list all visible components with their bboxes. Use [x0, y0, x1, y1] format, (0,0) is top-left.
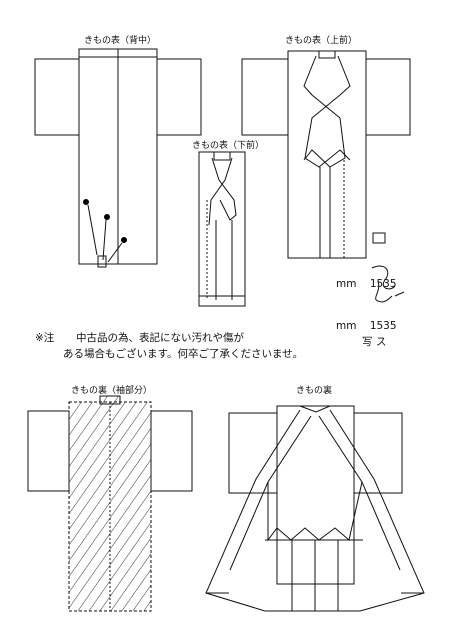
label-lining: きもの裏 — [296, 386, 333, 396]
stain-mark — [121, 237, 127, 243]
measurement-value: 1535 — [369, 278, 397, 290]
kimono-lining-view — [205, 405, 425, 612]
note-prefix: ※注 — [35, 332, 55, 344]
kimono-front-upper-view — [241, 50, 411, 259]
stain-mark — [104, 214, 110, 220]
note-line-1: 中古品の為、表記にない汚れや傷が — [76, 332, 244, 344]
damage-tag — [372, 232, 386, 244]
note-line-2: ある場合もございます。何卒ご了承くださいませ。 — [63, 348, 304, 360]
label-lining-sleeve: きもの裏（袖部分） — [71, 386, 153, 396]
kimono-front-lower-view — [198, 151, 246, 307]
kimono-back-view — [34, 48, 202, 268]
measurement-2: mm 1535 — [336, 320, 397, 332]
label-front-lower: きもの表（下前） — [192, 141, 265, 151]
stain-mark — [83, 199, 89, 205]
measurement-value: 1535 — [369, 320, 397, 332]
label-back: きもの表（背中） — [84, 36, 157, 46]
measurement-1: mm 1535 — [336, 278, 397, 290]
label-front-upper: きもの表（上前） — [285, 36, 358, 46]
measurement-suffix: 写 ス — [362, 336, 387, 348]
measurement-unit: mm — [336, 320, 357, 332]
kimono-lining-sleeve-view — [27, 395, 193, 612]
signature-stamp — [371, 265, 405, 303]
measurement-unit: mm — [336, 278, 357, 290]
